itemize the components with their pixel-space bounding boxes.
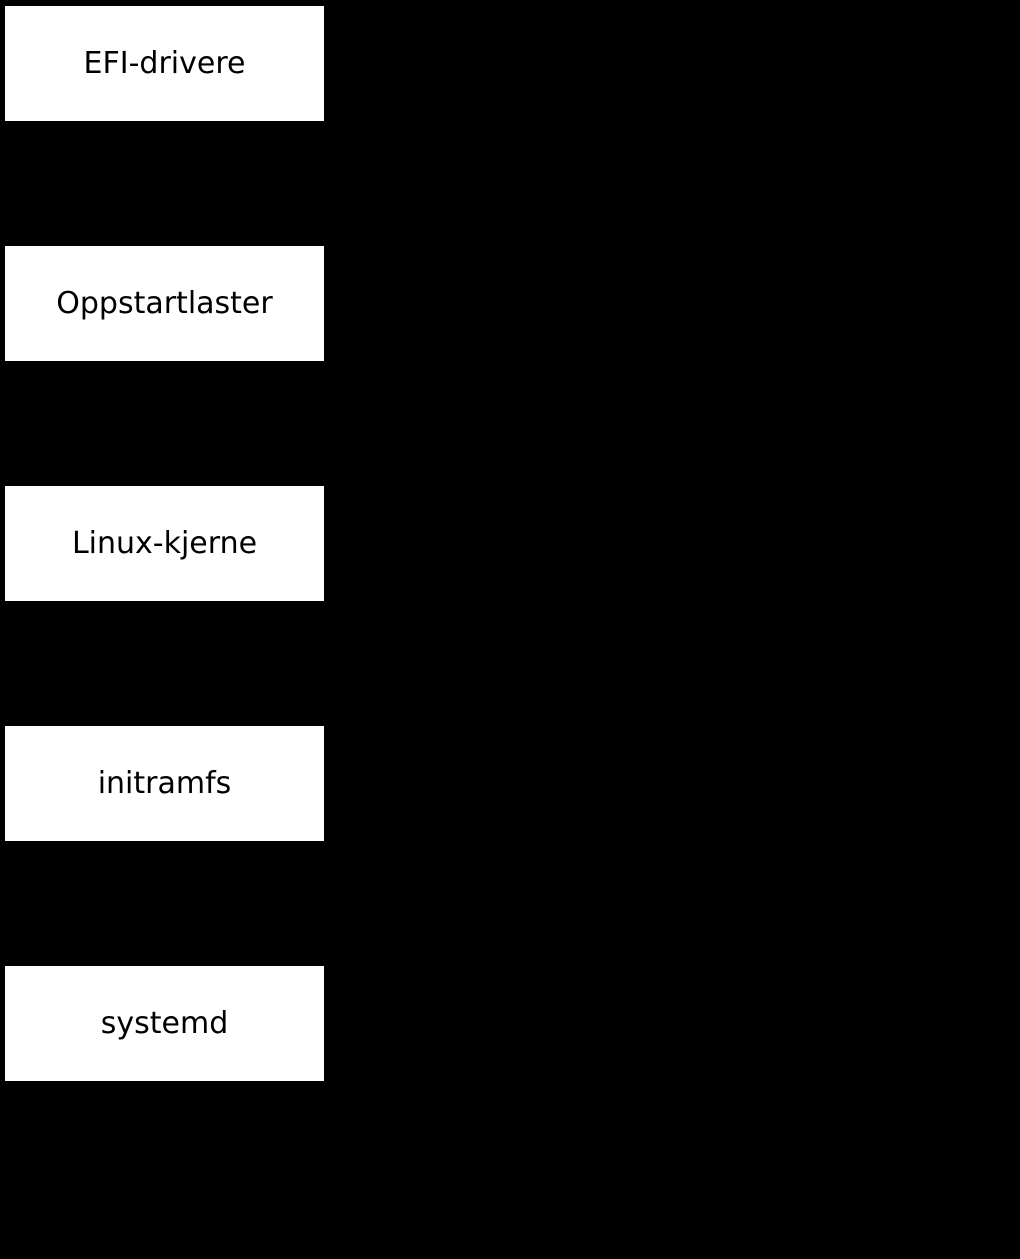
node-systemd: systemd	[5, 966, 324, 1081]
node-label: systemd	[100, 1005, 229, 1041]
node-label: Oppstartlaster	[56, 285, 273, 321]
node-label: EFI-drivere	[83, 45, 246, 81]
node-label: Linux-kjerne	[71, 525, 258, 561]
node-oppstartlaster: Oppstartlaster	[5, 246, 324, 361]
node-label: initramfs	[97, 765, 232, 801]
node-efi-drivere: EFI-drivere	[5, 6, 324, 121]
node-initramfs: initramfs	[5, 726, 324, 841]
node-linux-kjerne: Linux-kjerne	[5, 486, 324, 601]
